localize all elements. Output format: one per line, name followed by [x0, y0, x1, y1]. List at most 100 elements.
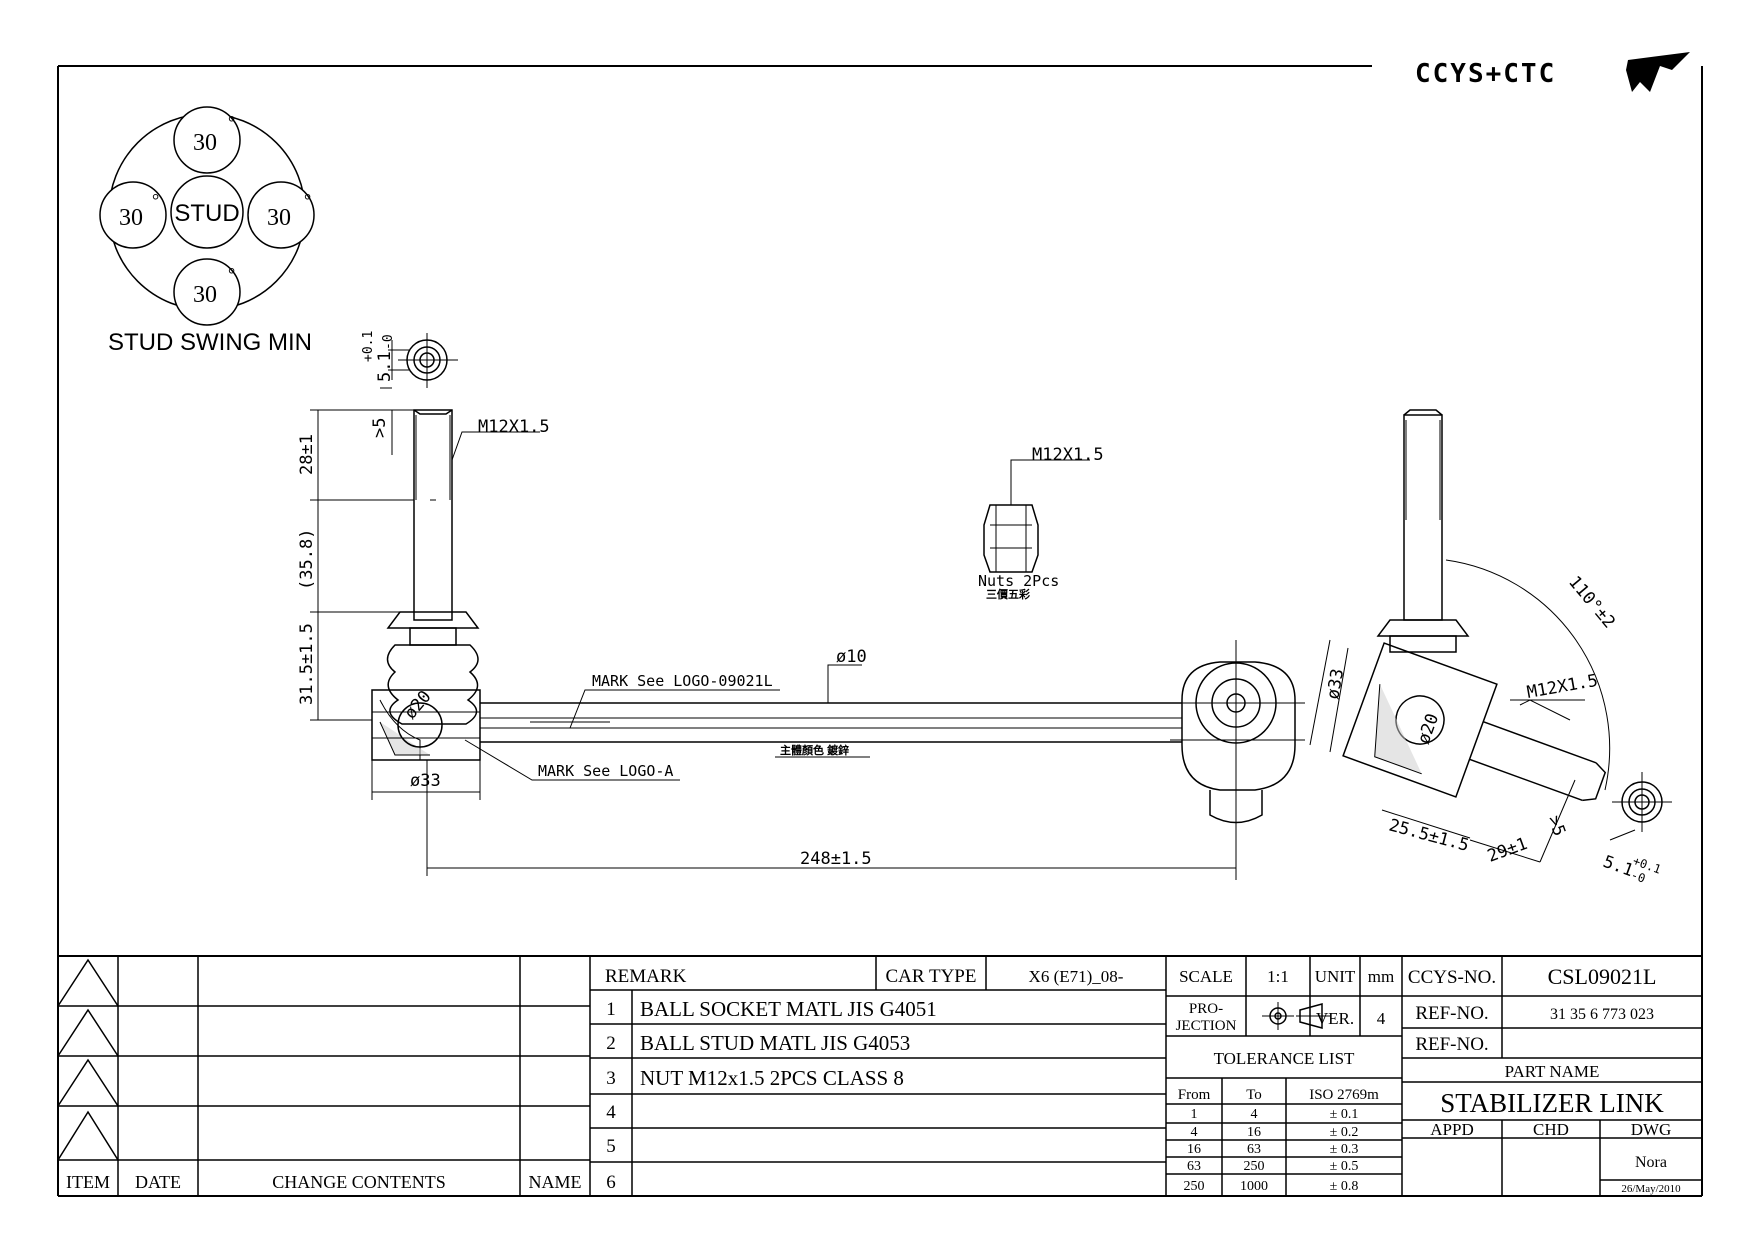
tol-row2-iso: ± 0.2: [1330, 1125, 1359, 1140]
left-flange: [386, 611, 480, 629]
projection-label-1: PRO-: [1189, 1001, 1223, 1017]
dim-gt5-left: >5: [370, 418, 390, 438]
dim-thread-nut: M12X1.5: [1032, 445, 1104, 465]
dwg-name: Nora: [1635, 1154, 1667, 1171]
dim-length-315: 31.5±1.5: [297, 623, 317, 705]
chd-label: CHD: [1533, 1120, 1569, 1139]
tol-row4-iso: ± 0.5: [1330, 1159, 1359, 1174]
dim-thread-right: M12X1.5: [1525, 671, 1599, 703]
right-stud-shaft: [1403, 414, 1443, 621]
left-ball: [397, 702, 443, 748]
unit-label: UNIT: [1315, 967, 1356, 986]
dim-ball-dia-right: ø20: [1414, 711, 1443, 747]
ccys-no-label: CCYS-NO.: [1408, 967, 1496, 988]
tol-row1-to: 4: [1251, 1107, 1258, 1122]
scale-value: 1:1: [1267, 967, 1289, 986]
right-top-view: [1612, 772, 1672, 832]
scale-label: SCALE: [1179, 967, 1233, 986]
nut-drawing: [983, 492, 1039, 573]
car-type-value: X6 (E71)_08-: [1029, 967, 1124, 986]
tol-row1-iso: ± 0.1: [1330, 1107, 1359, 1122]
dim-rod-dia: ø10: [836, 647, 867, 667]
dwg-date: 26/May/2010: [1621, 1183, 1681, 1195]
right-eye-housing: [1181, 661, 1296, 791]
dim-tol-right-minus: -0: [1629, 868, 1647, 886]
swing-bottom-value: 30: [193, 282, 217, 308]
spec-block: SCALE 1:1 UNIT mm PRO- JECTION VER. 4 TO…: [1176, 967, 1395, 1194]
swing-top-degree: °: [228, 112, 235, 132]
dim-socket-dia-right: ø33: [1323, 667, 1348, 701]
dim-tol-top-left: 5.1: [375, 351, 395, 382]
tol-row1-from: 1: [1191, 1107, 1198, 1122]
stud-swing-diagram: [99, 106, 315, 326]
tol-row3-iso: ± 0.3: [1330, 1142, 1359, 1157]
remark-no-5: 5: [606, 1136, 616, 1157]
ver-label: VER.: [1316, 1009, 1354, 1028]
swing-bottom-circle: [173, 258, 241, 326]
rev-header-item: ITEM: [66, 1172, 110, 1192]
stabilizer-rod: [480, 702, 1182, 743]
ref-no-label-1: REF-NO.: [1415, 1003, 1488, 1024]
dim-tol-top-left-plus: +0.1: [361, 331, 376, 362]
rev-header-date: DATE: [135, 1172, 181, 1192]
swing-right-value: 30: [267, 205, 291, 231]
remark-text-3: NUT M12x1.5 2PCS CLASS 8: [640, 1066, 904, 1090]
ref-no-value-1: 31 35 6 773 023: [1550, 1006, 1654, 1023]
swing-center-circle: [170, 175, 244, 249]
rev-header-name: NAME: [529, 1172, 582, 1192]
rev-header-change: CHANGE CONTENTS: [272, 1172, 446, 1192]
tol-header-from: From: [1178, 1087, 1211, 1103]
tol-row5-iso: ± 0.8: [1330, 1179, 1359, 1194]
tol-row5-to: 1000: [1240, 1179, 1268, 1194]
company-logo: CCYS+CTC: [1415, 52, 1690, 92]
mark-logo-label: MARK See LOGO-09021L: [592, 672, 773, 690]
unit-value: mm: [1368, 967, 1394, 986]
dim-ball-dia-left: ø20: [401, 687, 436, 723]
nut-body: [983, 504, 1039, 573]
logo-text: CCYS+CTC: [1415, 59, 1556, 89]
right-socket: [1342, 642, 1498, 798]
dim-angle: 110°±2: [1564, 572, 1619, 632]
dwg-label: DWG: [1631, 1120, 1672, 1139]
dim-gt5-right: >5: [1543, 813, 1569, 839]
ref-no-label-2: REF-NO.: [1415, 1034, 1488, 1055]
swing-bottom-degree: °: [228, 264, 235, 284]
remark-text-1: BALL SOCKET MATL JIS G4051: [640, 997, 937, 1021]
dim-overall-length: 248±1.5: [800, 849, 872, 869]
tol-row3-to: 63: [1247, 1142, 1261, 1157]
remark-label: REMARK: [605, 966, 687, 987]
remark-no-6: 6: [606, 1172, 616, 1193]
nuts-label: Nuts 2Pcs: [978, 572, 1059, 590]
swing-center-label: STUD: [174, 200, 239, 227]
projection-label-2: JECTION: [1176, 1018, 1237, 1034]
remark-no-2: 2: [606, 1033, 616, 1054]
car-type-label: CAR TYPE: [886, 966, 977, 987]
left-stud-shaft: [413, 409, 453, 621]
stud-swing-labels: 30 ° 30 ° 30 ° 30 ° STUD STUD SWING MIN: [108, 112, 312, 356]
appd-label: APPD: [1430, 1120, 1473, 1139]
swing-top-circle: [173, 106, 241, 174]
tol-header-iso: ISO 2769m: [1309, 1087, 1379, 1103]
remark-no-1: 1: [606, 999, 616, 1020]
right-flange: [1376, 619, 1470, 637]
logo-emblem-icon: [1626, 52, 1690, 92]
swing-right-degree: °: [304, 190, 311, 210]
sheet-border: [57, 65, 1703, 1197]
ver-value: 4: [1377, 1009, 1386, 1028]
title-block-lines: [57, 955, 1702, 1196]
tol-row2-to: 16: [1247, 1125, 1261, 1140]
left-boot: [386, 644, 479, 725]
swing-caption: STUD SWING MIN: [108, 329, 312, 356]
dim-length-255: 25.5±1.5: [1387, 816, 1471, 857]
dimension-lines: [310, 340, 1636, 876]
dimension-labels: M12X1.5 M12X1.5 M12X1.5 28±1 (35.8) 31.5…: [297, 331, 1663, 886]
swing-left-circle: [99, 181, 167, 249]
body-color-cn-label: 主體顏色 鍍鋅: [780, 743, 849, 757]
remark-block: REMARK CAR TYPE X6 (E71)_08- 1 BALL SOCK…: [605, 966, 1124, 1193]
remark-no-4: 4: [606, 1102, 616, 1123]
nuts-cn-label: 三價五彩: [986, 587, 1030, 601]
remark-text-2: BALL STUD MATL JIS G4053: [640, 1031, 910, 1055]
part-name-label: PART NAME: [1505, 1062, 1600, 1081]
left-stud-assembly: [371, 333, 481, 761]
